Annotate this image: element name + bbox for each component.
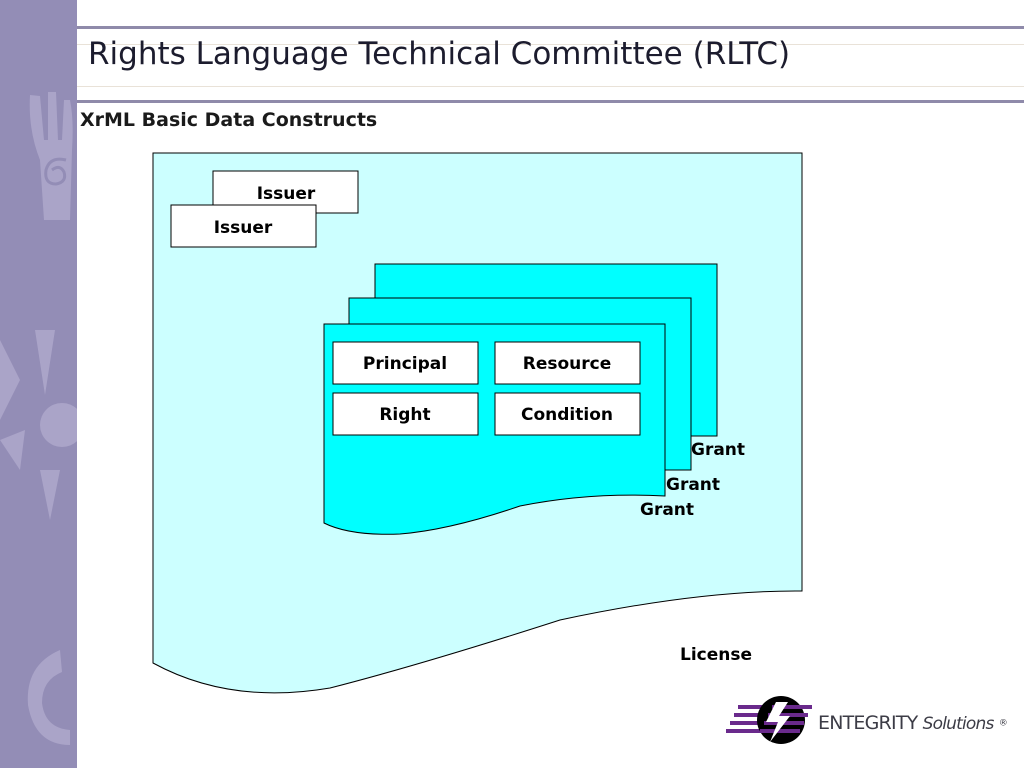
condition-label: Condition	[521, 405, 613, 425]
logo-registered-mark: ®	[998, 718, 1008, 729]
decorative-sidebar	[0, 0, 77, 768]
issuer-box-front	[170, 204, 317, 248]
title-rule-top	[77, 26, 1024, 29]
logo-tagline: Solutions	[922, 714, 995, 734]
condition-box	[494, 392, 641, 436]
grant-label-middle: Grant	[666, 475, 720, 495]
issuer-label-back: Issuer	[257, 184, 316, 204]
title-rule-bottom-inner	[77, 86, 1024, 87]
right-box	[332, 392, 479, 436]
title-rule-bottom	[77, 100, 1024, 103]
license-label: License	[680, 645, 752, 665]
entegrity-logo-text: ENTEGRITY Solutions ®	[818, 712, 1008, 734]
title-rule-top-inner	[77, 44, 1024, 45]
grant-label-front: Grant	[640, 500, 694, 520]
page-title: Rights Language Technical Committee (RLT…	[88, 36, 791, 72]
logo-brand: ENTEGRITY	[818, 712, 918, 734]
resource-label: Resource	[523, 354, 612, 374]
grant-label-back: Grant	[691, 440, 745, 460]
right-label: Right	[379, 405, 430, 425]
sidebar-artwork	[0, 92, 77, 745]
issuer-label-front: Issuer	[214, 218, 273, 238]
section-subtitle: XrML Basic Data Constructs	[80, 109, 378, 131]
principal-box	[332, 341, 479, 385]
principal-label: Principal	[363, 354, 447, 374]
entegrity-logo-mark	[726, 696, 812, 744]
resource-box	[494, 341, 641, 385]
